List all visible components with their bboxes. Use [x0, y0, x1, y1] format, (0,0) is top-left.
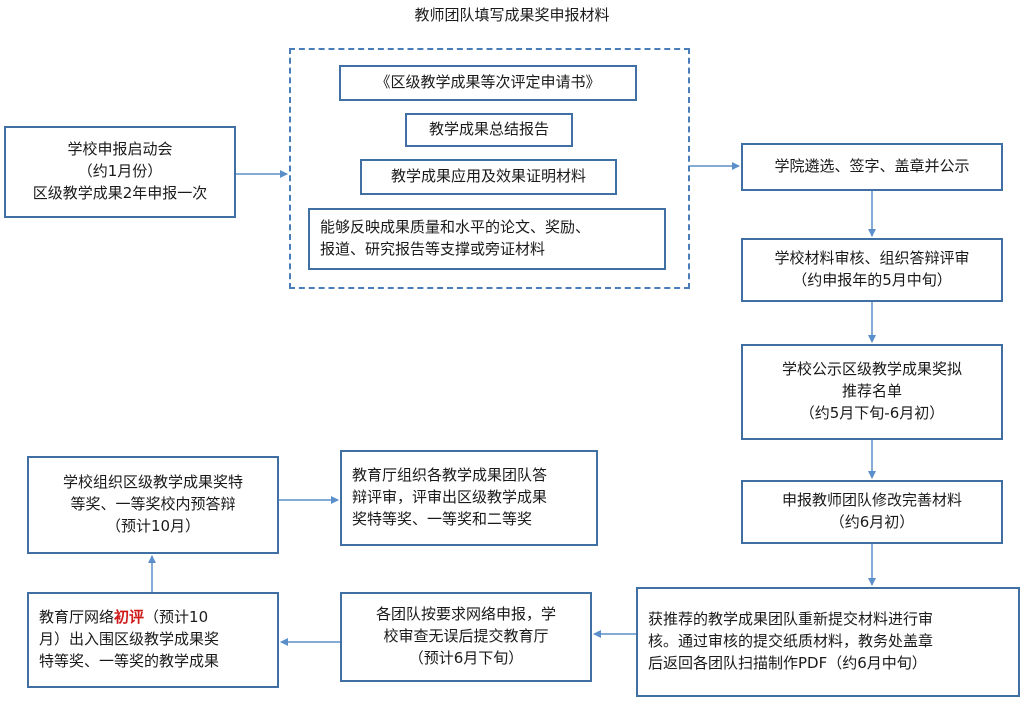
- box-supporting-materials: 能够反映成果质量和水平的论文、奖励、 报道、研究报告等支撑或旁证材料: [308, 208, 666, 270]
- online-line2: 校审查无误后提交教育厅: [383, 627, 549, 646]
- box-school-review: 学校材料审核、组织答辩评审 （约申报年的5月中旬）: [741, 238, 1003, 302]
- rehearsal-line1: 学校组织区级教学成果奖特: [62, 473, 243, 492]
- box-school-rehearsal: 学校组织区级教学成果奖特 等奖、一等奖校内预答辩 （预计10月）: [27, 456, 279, 554]
- box-effect-proof: 教学成果应用及效果证明材料: [360, 159, 617, 195]
- prelim-line1-b: （预计10: [144, 608, 209, 627]
- kickoff-line2: （约1月份）: [77, 162, 163, 181]
- prelim-emphasis: 初评: [114, 608, 145, 627]
- prelim-line3: 特等奖、一等奖的教学成果: [39, 651, 220, 670]
- resubmit-line2: 核。通过审核的提交纸质材料，教务处盖章: [648, 632, 934, 651]
- box-final-defense: 教育厅组织各教学成果团队答 辩评审，评审出区级教学成果 奖特等奖、一等奖和二等奖: [340, 450, 598, 546]
- online-line1: 各团队按要求网络申报，学: [375, 605, 556, 624]
- box-college-selection: 学院遴选、签字、盖章并公示: [741, 143, 1003, 191]
- diagram-title: 教师团队填写成果奖申报材料: [414, 6, 610, 24]
- rehearsal-line2: 等奖、一等奖校内预答辩: [70, 495, 236, 514]
- summary-report-text: 教学成果总结报告: [428, 120, 549, 139]
- application-form-text: 《区级教学成果等次评定申请书》: [375, 73, 601, 92]
- online-line3: （预计6月下旬）: [408, 648, 524, 667]
- materials-group-frame: [289, 48, 690, 289]
- revise-line2: （约6月初）: [829, 513, 915, 531]
- resubmit-line1: 获推荐的教学成果团队重新提交材料进行审: [648, 610, 934, 629]
- box-summary-report: 教学成果总结报告: [405, 113, 573, 147]
- final-line3: 奖特等奖、一等奖和二等奖: [352, 509, 533, 528]
- box-resubmit-review: 获推荐的教学成果团队重新提交材料进行审 核。通过审核的提交纸质材料，教务处盖章 …: [636, 587, 1020, 697]
- publicize-line3: （约5月下旬-6月初）: [799, 403, 945, 422]
- final-line1: 教育厅组织各教学成果团队答: [352, 466, 548, 485]
- box-application-form: 《区级教学成果等次评定申请书》: [339, 65, 637, 101]
- school-review-line1: 学校材料审核、组织答辩评审: [774, 249, 970, 268]
- supporting-materials-line2: 报道、研究报告等支撑或旁证材料: [320, 240, 546, 258]
- effect-proof-text: 教学成果应用及效果证明材料: [390, 167, 586, 186]
- box-school-publicize: 学校公示区级教学成果奖拟 推荐名单 （约5月下旬-6月初）: [741, 344, 1003, 440]
- resubmit-line3: 后返回各团队扫描制作PDF（约6月中旬）: [648, 653, 927, 672]
- publicize-line1: 学校公示区级教学成果奖拟: [781, 360, 962, 379]
- box-revise-materials: 申报教师团队修改完善材料 （约6月初）: [741, 480, 1003, 544]
- kickoff-line1: 学校申报启动会: [67, 140, 173, 159]
- college-selection-text: 学院遴选、签字、盖章并公示: [774, 157, 970, 176]
- supporting-materials-line1: 能够反映成果质量和水平的论文、奖励、: [320, 218, 591, 237]
- kickoff-line3: 区级教学成果2年申报一次: [32, 183, 208, 202]
- prelim-line1-a: 教育厅网络: [39, 608, 115, 627]
- publicize-line2: 推荐名单: [841, 382, 902, 401]
- box-online-submit: 各团队按要求网络申报，学 校审查无误后提交教育厅 （预计6月下旬）: [340, 592, 592, 682]
- box-preliminary-review: 教育厅网络初评（预计10 月）出入围区级教学成果奖 特等奖、一等奖的教学成果: [27, 592, 279, 688]
- prelim-line1: 教育厅网络初评（预计10: [39, 607, 208, 629]
- final-line2: 辩评审，评审出区级教学成果: [352, 488, 548, 507]
- rehearsal-line3: （预计10月）: [105, 516, 201, 535]
- box-kickoff-meeting: 学校申报启动会 （约1月份） 区级教学成果2年申报一次: [4, 126, 236, 218]
- revise-line1: 申报教师团队修改完善材料: [781, 491, 962, 510]
- prelim-line2: 月）出入围区级教学成果奖: [39, 630, 220, 649]
- school-review-line2: （约申报年的5月中旬）: [792, 271, 952, 289]
